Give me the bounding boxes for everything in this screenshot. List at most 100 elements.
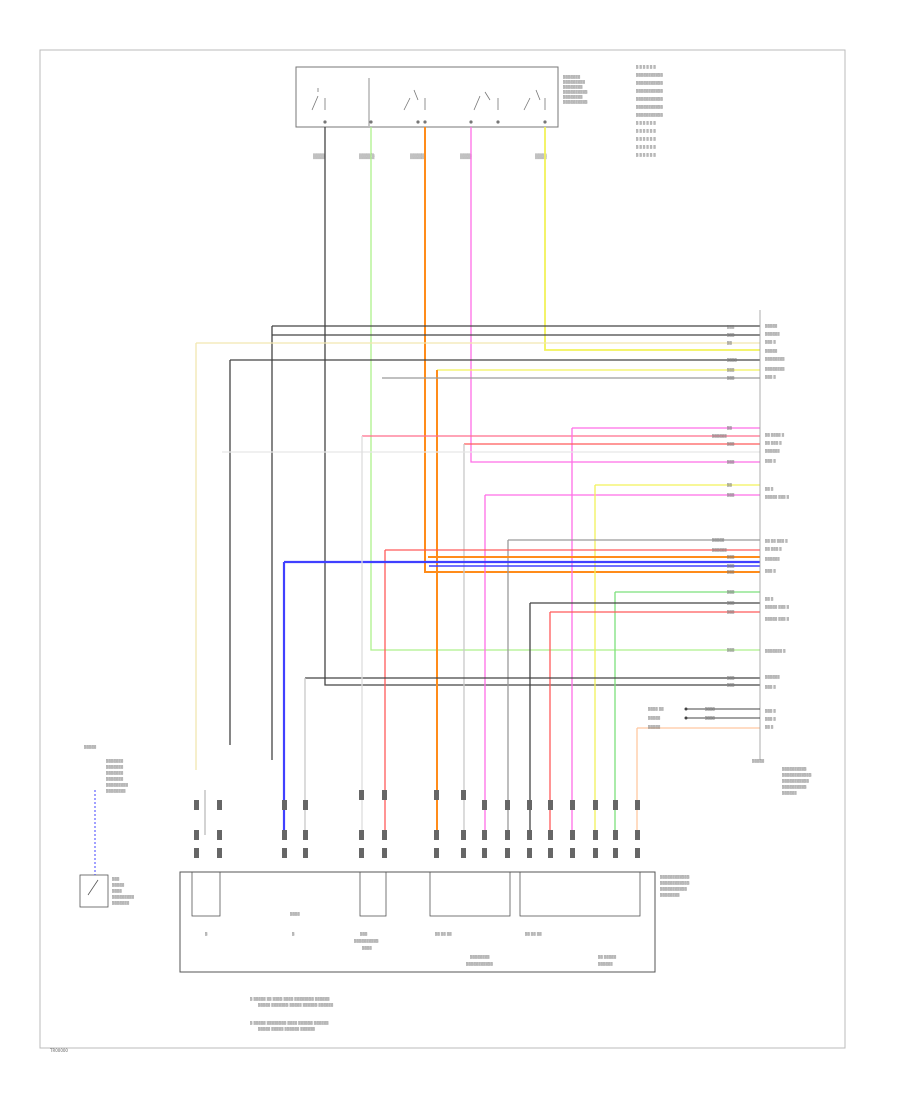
svg-text:▒▒▒▒▒▒▒▒▒▒▒: ▒▒▒▒▒▒▒▒▒▒▒ <box>636 97 664 101</box>
tcm-connector-pins: ▒▒▒▒▒▒▒▒▒▒▒ ▒▒▒ ▒▒▒▒▒▒ ▒▒▒▒▒▒▒▒▒▒▒▒▒▒▒▒ … <box>712 310 812 795</box>
diagram-notes: ▒ ▒▒▒▒▒ ▒▒ ▒▒▒▒ ▒▒▒▒ ▒▒▒▒▒▒▒▒ ▒▒▒▒▒▒ ▒▒▒… <box>250 997 334 1031</box>
svg-text:▒: ▒ <box>292 932 295 936</box>
harness-wires <box>195 325 760 835</box>
svg-text:▒▒▒: ▒▒▒ <box>727 333 735 337</box>
svg-text:▒▒▒▒: ▒▒▒▒ <box>359 153 375 160</box>
svg-text:▒▒▒: ▒▒▒ <box>313 153 325 160</box>
svg-text:▒▒▒▒▒ ▒▒▒ ▒: ▒▒▒▒▒ ▒▒▒ ▒ <box>765 495 790 499</box>
svg-text:▒▒▒▒▒▒▒▒▒▒▒: ▒▒▒▒▒▒▒▒▒▒▒ <box>782 779 810 783</box>
svg-text:▒▒▒▒▒▒▒▒▒▒: ▒▒▒▒▒▒▒▒▒▒ <box>563 90 588 94</box>
svg-text:▒▒▒: ▒▒▒ <box>727 676 735 680</box>
svg-text:▒▒▒▒▒▒▒▒▒▒▒▒: ▒▒▒▒▒▒▒▒▒▒▒▒ <box>660 881 690 885</box>
svg-text:▒▒▒▒ ▒▒: ▒▒▒▒ ▒▒ <box>648 707 664 711</box>
svg-text:▒ ▒▒▒▒▒ ▒▒▒▒▒▒▒▒ ▒▒▒▒ ▒▒▒▒▒▒: ▒ ▒▒▒▒▒ ▒▒▒▒▒▒▒▒ ▒▒▒▒ ▒▒▒▒▒▒ ▒▒▒▒▒▒ <box>250 1021 329 1025</box>
svg-text:▒▒▒▒▒▒▒▒: ▒▒▒▒▒▒▒▒ <box>563 85 583 89</box>
svg-text:▒▒ ▒▒ ▒▒▒ ▒: ▒▒ ▒▒ ▒▒▒ ▒ <box>765 539 788 543</box>
svg-text:▒▒▒ ▒: ▒▒▒ ▒ <box>765 340 776 344</box>
svg-text:▒▒: ▒▒ <box>727 341 732 345</box>
svg-text:▒▒▒▒▒: ▒▒▒▒▒ <box>752 759 765 763</box>
svg-text:▒▒▒▒▒: ▒▒▒▒▒ <box>765 324 778 328</box>
svg-text:▒▒▒ ▒: ▒▒▒ ▒ <box>765 717 776 721</box>
svg-text:▒▒▒▒▒ ▒▒▒▒▒ ▒▒▒▒▒▒ ▒▒▒▒▒▒: ▒▒▒▒▒ ▒▒▒▒▒ ▒▒▒▒▒▒ ▒▒▒▒▒▒ <box>258 1027 316 1031</box>
svg-text:▒▒▒▒▒▒▒▒: ▒▒▒▒▒▒▒▒ <box>563 95 583 99</box>
svg-text:▒▒▒ ▒: ▒▒▒ ▒ <box>765 375 776 379</box>
svg-text:▒ ▒ ▒ ▒ ▒ ▒: ▒ ▒ ▒ ▒ ▒ ▒ <box>636 145 656 149</box>
svg-text:▒▒▒▒▒▒▒: ▒▒▒▒▒▒▒ <box>563 75 581 79</box>
svg-text:▒▒▒: ▒▒▒ <box>360 932 368 936</box>
svg-text:▒▒▒: ▒▒▒ <box>727 601 735 605</box>
svg-text:▒▒▒▒▒▒▒▒▒▒▒: ▒▒▒▒▒▒▒▒▒▒▒ <box>636 105 664 109</box>
svg-text:▒▒ ▒▒ ▒▒: ▒▒ ▒▒ ▒▒ <box>435 932 452 936</box>
svg-text:▒▒ ▒▒▒▒ ▒: ▒▒ ▒▒▒▒ ▒ <box>765 433 785 437</box>
svg-text:▒▒▒▒▒: ▒▒▒▒▒ <box>648 725 661 729</box>
svg-text:▒▒▒▒▒: ▒▒▒▒▒ <box>112 883 125 887</box>
svg-text:▒▒▒ ▒: ▒▒▒ ▒ <box>765 709 776 713</box>
svg-text:▒▒▒▒▒▒▒▒▒: ▒▒▒▒▒▒▒▒▒ <box>563 80 586 84</box>
svg-text:▒▒ ▒: ▒▒ ▒ <box>765 487 774 491</box>
svg-text:▒▒▒▒▒▒▒▒: ▒▒▒▒▒▒▒▒ <box>106 789 126 793</box>
svg-text:▒ ▒▒▒▒▒ ▒▒ ▒▒▒▒ ▒▒▒▒ ▒▒▒▒▒▒▒▒: ▒ ▒▒▒▒▒ ▒▒ ▒▒▒▒ ▒▒▒▒ ▒▒▒▒▒▒▒▒ ▒▒▒▒▒▒ <box>250 997 330 1001</box>
svg-text:▒▒▒▒▒▒▒▒▒▒▒: ▒▒▒▒▒▒▒▒▒▒▒ <box>636 113 664 117</box>
svg-text:▒▒▒▒▒▒▒: ▒▒▒▒▒▒▒ <box>106 777 124 781</box>
svg-text:▒ ▒ ▒ ▒ ▒ ▒: ▒ ▒ ▒ ▒ ▒ ▒ <box>636 129 656 133</box>
svg-text:▒▒▒▒: ▒▒▒▒ <box>705 716 715 720</box>
svg-text:▒▒▒: ▒▒▒ <box>727 442 735 446</box>
svg-text:▒▒▒▒▒ ▒▒▒▒▒▒▒ ▒▒▒▒▒ ▒▒▒▒▒▒ ▒▒▒: ▒▒▒▒▒ ▒▒▒▒▒▒▒ ▒▒▒▒▒ ▒▒▒▒▒▒ ▒▒▒▒▒▒ <box>258 1003 334 1007</box>
switch-wires <box>324 127 760 686</box>
svg-text:▒▒▒ ▒: ▒▒▒ ▒ <box>765 459 776 463</box>
svg-text:▒▒▒▒: ▒▒▒▒ <box>290 912 300 916</box>
svg-text:▒▒▒▒▒▒▒▒: ▒▒▒▒▒▒▒▒ <box>470 955 490 959</box>
svg-text:▒▒▒▒: ▒▒▒▒ <box>705 707 715 711</box>
svg-text:▒▒▒ ▒: ▒▒▒ ▒ <box>765 569 776 573</box>
svg-text:▒ ▒ ▒ ▒ ▒ ▒: ▒ ▒ ▒ ▒ ▒ ▒ <box>636 137 656 141</box>
svg-text:▒▒▒▒▒: ▒▒▒▒▒ <box>765 349 778 353</box>
left-switch: ▒▒▒▒▒ ▒▒▒▒▒▒▒ ▒▒▒▒▒▒▒ ▒▒▒▒▒▒▒ ▒▒▒▒▒▒▒ ▒▒▒▒… <box>79 745 135 908</box>
svg-text:▒ ▒ ▒ ▒ ▒ ▒: ▒ ▒ ▒ ▒ ▒ ▒ <box>636 121 656 125</box>
svg-text:▒▒▒: ▒▒▒ <box>727 376 735 380</box>
svg-text:▒▒ ▒: ▒▒ ▒ <box>765 597 774 601</box>
svg-text:▒▒▒: ▒▒▒ <box>727 325 735 329</box>
svg-text:▒▒▒▒▒▒▒▒▒▒: ▒▒▒▒▒▒▒▒▒▒ <box>563 100 588 104</box>
svg-text:▒▒▒: ▒▒▒ <box>727 368 735 372</box>
svg-text:▒▒▒▒▒▒▒▒▒▒▒▒: ▒▒▒▒▒▒▒▒▒▒▒▒ <box>782 773 812 777</box>
svg-text:▒▒▒: ▒▒▒ <box>727 648 735 652</box>
svg-text:▒▒▒: ▒▒▒ <box>727 590 735 594</box>
svg-text:▒▒▒: ▒▒▒ <box>727 460 735 464</box>
svg-text:▒▒▒▒▒▒: ▒▒▒▒▒▒ <box>712 434 727 438</box>
svg-text:▒▒▒▒▒▒▒ ▒: ▒▒▒▒▒▒▒ ▒ <box>765 649 786 653</box>
svg-text:▒ ▒ ▒ ▒ ▒ ▒: ▒ ▒ ▒ ▒ ▒ ▒ <box>636 65 656 69</box>
svg-text:▒▒▒▒▒▒: ▒▒▒▒▒▒ <box>765 332 780 336</box>
svg-text:▒▒▒▒▒▒▒: ▒▒▒▒▒▒▒ <box>112 901 130 905</box>
svg-text:▒▒▒: ▒▒▒ <box>727 555 735 559</box>
svg-text:▒▒▒▒▒▒▒▒: ▒▒▒▒▒▒▒▒ <box>765 367 785 371</box>
svg-text:▒▒▒▒: ▒▒▒▒ <box>727 358 737 362</box>
svg-text:▒▒▒▒▒▒: ▒▒▒▒▒▒ <box>765 449 780 453</box>
svg-text:▒▒▒: ▒▒▒ <box>727 610 735 614</box>
shift-switch-block: ▒▒▒▒▒▒▒▒▒▒▒▒▒▒▒▒ ▒▒▒▒▒▒▒▒▒▒▒▒▒▒▒▒▒▒ ▒▒▒▒… <box>295 66 588 128</box>
switch-wire-codes: ▒▒▒▒▒▒▒ ▒▒▒▒▒▒▒ ▒▒▒ <box>313 153 547 160</box>
svg-text:▒▒▒▒▒ ▒▒▒ ▒: ▒▒▒▒▒ ▒▒▒ ▒ <box>765 605 790 609</box>
svg-text:▒▒▒▒▒▒▒: ▒▒▒▒▒▒▒ <box>106 759 124 763</box>
svg-text:▒▒▒▒▒▒▒▒▒▒: ▒▒▒▒▒▒▒▒▒▒ <box>782 785 807 789</box>
svg-text:▒▒▒▒▒▒: ▒▒▒▒▒▒ <box>598 962 613 966</box>
right-bottom-labels: ▒▒▒▒ ▒▒ ▒▒▒▒▒ ▒▒▒▒▒ ▒▒▒▒ ▒▒▒▒ <box>648 707 760 729</box>
svg-text:▒▒▒ ▒: ▒▒▒ ▒ <box>765 685 776 689</box>
svg-text:▒▒▒▒▒: ▒▒▒▒▒ <box>712 538 725 542</box>
svg-text:▒▒▒: ▒▒▒ <box>535 153 547 160</box>
svg-text:▒▒▒▒▒▒▒: ▒▒▒▒▒▒▒ <box>106 771 124 775</box>
svg-text:▒▒: ▒▒ <box>727 426 732 430</box>
svg-text:▒▒▒▒▒▒▒▒▒▒▒: ▒▒▒▒▒▒▒▒▒▒▒ <box>636 73 664 77</box>
svg-text:▒▒ ▒▒ ▒▒: ▒▒ ▒▒ ▒▒ <box>525 932 542 936</box>
diagram-code: TR00000 <box>49 1048 68 1053</box>
diagram-frame <box>39 49 846 1049</box>
svg-text:▒▒▒▒▒▒▒▒▒: ▒▒▒▒▒▒▒▒▒ <box>112 895 135 899</box>
svg-text:▒▒▒: ▒▒▒ <box>727 570 735 574</box>
svg-text:▒▒▒▒▒▒▒▒▒▒▒: ▒▒▒▒▒▒▒▒▒▒▒ <box>466 962 494 966</box>
sensor-assembly-box: ▒▒ ▒▒▒▒ ▒▒▒▒▒▒▒▒▒▒▒▒▒ ▒▒▒▒ ▒▒ ▒▒ ▒▒ ▒▒▒▒… <box>179 871 690 973</box>
svg-text:▒▒▒▒▒▒▒▒▒▒▒: ▒▒▒▒▒▒▒▒▒▒▒ <box>636 81 664 85</box>
svg-text:▒▒▒▒▒▒▒▒▒: ▒▒▒▒▒▒▒▒▒ <box>106 783 129 787</box>
svg-text:▒▒▒▒▒: ▒▒▒▒▒ <box>648 716 661 720</box>
svg-text:▒▒▒▒▒▒▒▒▒▒: ▒▒▒▒▒▒▒▒▒▒ <box>782 767 807 771</box>
switch-position-table: ▒ ▒ ▒ ▒ ▒ ▒ ▒▒▒▒▒▒▒▒▒▒▒ ▒▒▒▒▒▒▒▒▒▒▒ ▒▒▒▒… <box>636 65 664 157</box>
